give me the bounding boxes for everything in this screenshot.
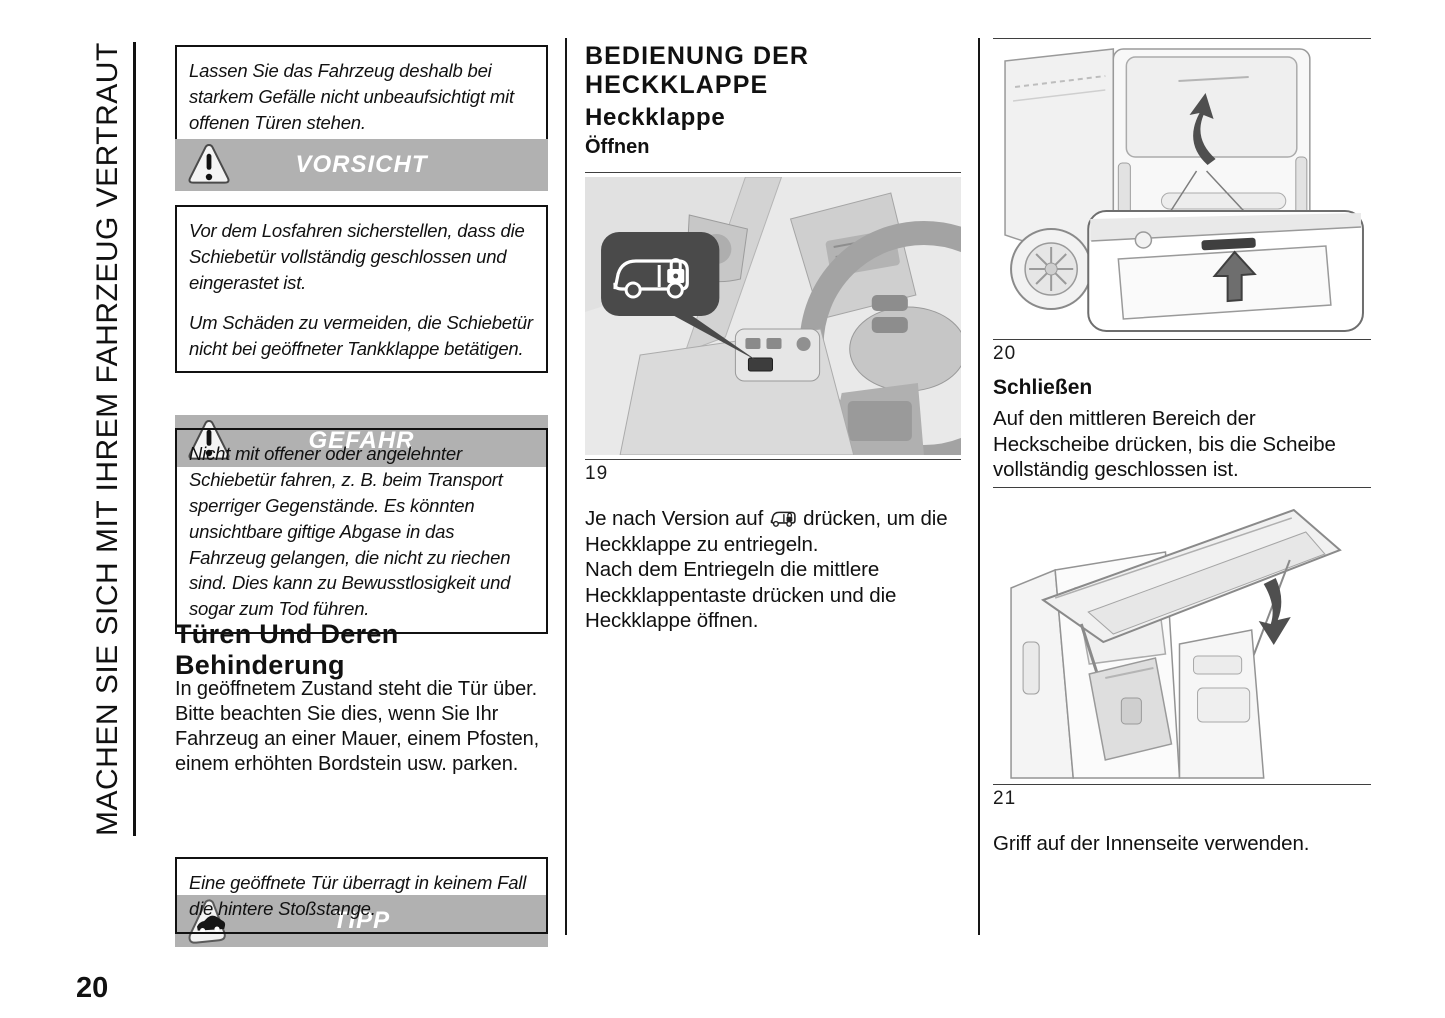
note-text: Eine geöffnete Tür überragt in keinem Fa…: [189, 872, 527, 919]
figure-caption: 21: [993, 788, 1017, 809]
figure-rule: [585, 459, 961, 460]
note-box: Vor dem Losfahren sicherstellen, dass di…: [175, 205, 548, 374]
figure-21: 21: [993, 487, 1371, 810]
down-arrow-icon: [1258, 578, 1291, 645]
figure-20: 20: [993, 38, 1371, 365]
caution-banner: VORSICHT: [175, 139, 548, 191]
close-heading: Schließen: [993, 376, 1093, 399]
warning-triangle-icon: [188, 419, 230, 460]
section-heading: Türen Und Deren Behinderung: [175, 619, 399, 680]
open-heading: Öffnen: [585, 136, 650, 158]
page-title: BEDIENUNG DER HECKKLAPPE: [585, 42, 810, 99]
figure-rule: [993, 38, 1371, 39]
column-divider: [978, 38, 980, 935]
figure-caption: 19: [585, 463, 609, 484]
callout-pointer: [665, 311, 758, 361]
instruction-text: Nach dem Entriegeln die mittlere Heckkla…: [585, 558, 897, 632]
column-divider: [565, 38, 567, 935]
open-tailgate-illustration: [993, 492, 1371, 780]
body-paragraph: In geöffnetem Zustand steht die Tür über…: [175, 678, 540, 775]
banner-label: GEFAHR: [308, 427, 415, 454]
note-text: Um Schäden zu vermeiden, die Schiebetür …: [189, 311, 533, 359]
note-box: Lassen Sie das Fahrzeug deshalb bei star…: [175, 45, 548, 148]
figure-20-illustration: [993, 43, 1371, 335]
figure-rule: [585, 172, 961, 173]
tailgate-unlock-icon: [770, 511, 796, 527]
instruction-text: Je nach Version auf: [585, 507, 764, 530]
open-instructions: Je nach Version auf drücken, um die Heck…: [585, 506, 961, 634]
figure-rule: [993, 339, 1371, 340]
warning-triangle-icon: [188, 143, 230, 184]
figure-19-illustration: [585, 177, 961, 455]
up-arrow-icon: [1212, 250, 1257, 303]
close-paragraph: Auf den mittleren Bereich der Heckscheib…: [993, 407, 1336, 481]
van-rear-illustration: [993, 43, 1371, 335]
banner-label: VORSICHT: [295, 151, 428, 178]
note-box: Nicht mit offener oder angelehnter Schie…: [175, 428, 548, 635]
figure-rule: [993, 487, 1371, 488]
figure-19: 19: [585, 172, 961, 485]
page-number: 20: [76, 972, 109, 1004]
figure-caption: 20: [993, 343, 1017, 364]
note-box: Eine geöffnete Tür überragt in keinem Fa…: [175, 857, 548, 934]
note-text: Nicht mit offener oder angelehnter Schie…: [189, 443, 511, 620]
interior-door-switch-illustration: [585, 177, 961, 455]
instruction-text: drücken, um die Heckklappe zu entriegeln…: [585, 507, 948, 556]
tip-banner: TIPP: [175, 895, 548, 947]
banner-label: TIPP: [332, 907, 391, 934]
inner-handle-note: Griff auf der Innenseite verwenden.: [993, 832, 1310, 855]
note-text: Lassen Sie das Fahrzeug deshalb bei star…: [189, 60, 514, 133]
subsection-title: Heckklappe: [585, 104, 726, 131]
figure-rule: [993, 784, 1371, 785]
curved-arrow-icon: [1189, 93, 1216, 165]
note-text: Vor dem Losfahren sicherstellen, dass di…: [189, 220, 525, 293]
chapter-sidebar-title: MACHEN SIE SICH MIT IHREM FAHRZEUG VERTR…: [90, 42, 136, 836]
danger-banner: GEFAHR: [175, 415, 548, 467]
figure-21-illustration: [993, 492, 1371, 780]
